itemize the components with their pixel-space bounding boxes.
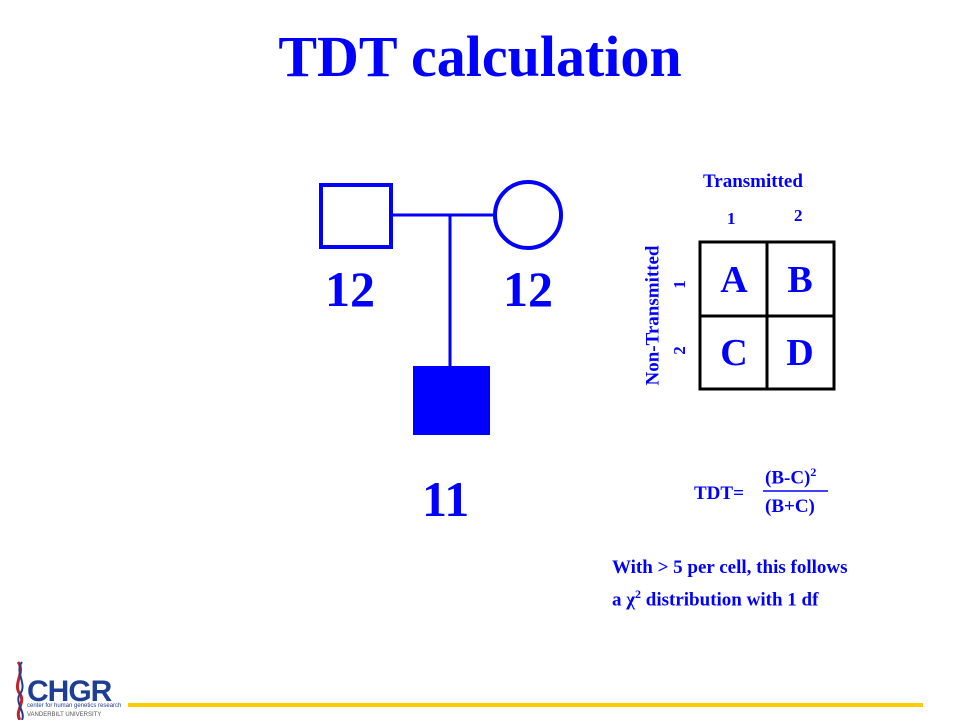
col-label-1: 1 xyxy=(727,209,736,228)
row-label-2: 2 xyxy=(669,346,689,355)
numerator-text: (B-C) xyxy=(765,467,811,489)
note-line-2: a χ2 distribution with 1 df xyxy=(612,587,819,611)
distribution-note: With > 5 per cell, this follows a χ2 dis… xyxy=(612,555,848,613)
mother-genotype: 12 xyxy=(503,261,553,317)
chgr-logo-subtitle: center for human genetics research xyxy=(27,703,122,709)
father-genotype: 12 xyxy=(325,261,375,317)
vanderbilt-logo-text: VANDERBILT UNIVERSITY xyxy=(27,712,102,718)
chi-symbol: χ xyxy=(626,589,636,611)
non-transmitted-label: Non-Transmitted xyxy=(642,245,664,386)
transmitted-label: Transmitted xyxy=(703,171,803,192)
page-title: TDT calculation xyxy=(278,24,682,89)
chi-exponent: 2 xyxy=(635,587,642,601)
chgr-logo: CHGR xyxy=(27,675,112,708)
father-symbol xyxy=(319,183,393,249)
numerator-exponent: 2 xyxy=(810,465,817,479)
note-line-1: With > 5 per cell, this follows xyxy=(612,557,848,578)
chgr-logo-graphic xyxy=(15,661,24,720)
cell-b: B xyxy=(787,259,813,301)
cell-c: C xyxy=(720,332,748,374)
col-label-2: 2 xyxy=(794,206,803,225)
cell-d: D xyxy=(786,332,814,374)
formula-denominator: (B+C) xyxy=(765,496,815,517)
child-genotype: 11 xyxy=(422,471,470,527)
mother-symbol xyxy=(493,180,563,250)
tdt-table xyxy=(698,240,836,391)
formula-lhs: TDT= xyxy=(694,483,744,504)
formula-numerator: (B-C)2 xyxy=(765,466,816,487)
child-affected-symbol xyxy=(413,366,490,435)
row-label-1: 1 xyxy=(669,280,689,289)
cell-a: A xyxy=(720,259,748,301)
